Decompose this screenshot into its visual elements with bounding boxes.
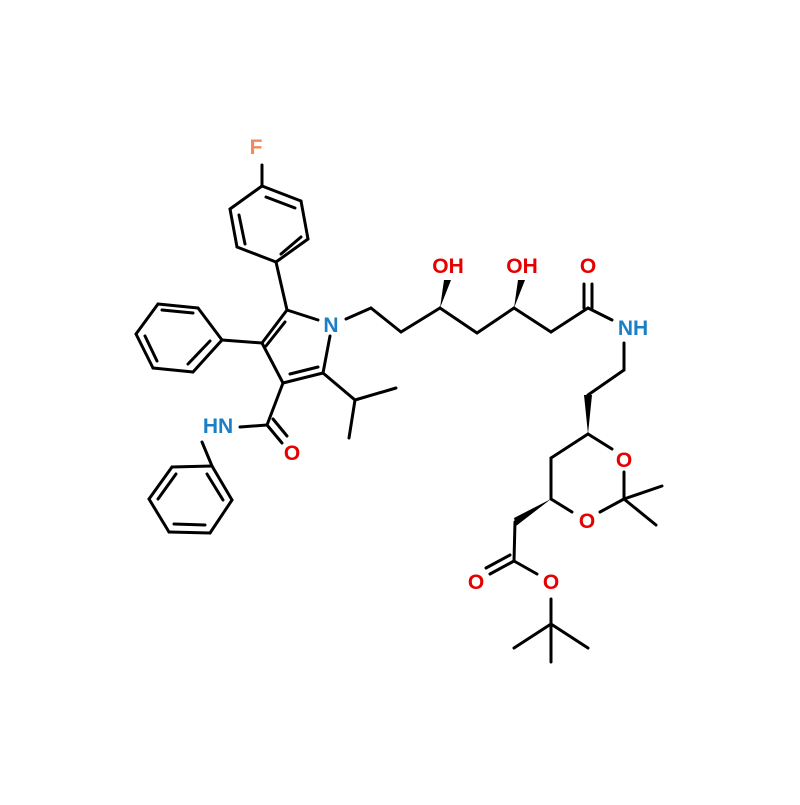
dihydroxy-chain xyxy=(344,280,614,335)
amide-nh-left-label: HN xyxy=(203,415,233,438)
fluorophenyl-ring xyxy=(228,163,310,264)
pyrrole-ring xyxy=(260,260,332,385)
carbonyl-oxygen-top-label: O xyxy=(580,255,596,278)
tert-butyl-ester xyxy=(484,499,590,664)
isopropyl-group xyxy=(321,371,398,440)
amide-group-left xyxy=(238,381,289,445)
hydroxyl-1-label: OH xyxy=(432,255,464,278)
fluorine-atom-label: F xyxy=(250,136,263,159)
ester-oxygen-label: O xyxy=(543,571,559,594)
carbonyl-oxygen-left-label: O xyxy=(284,442,300,465)
phenyl-ring-bottom xyxy=(147,440,234,535)
ethyl-linker xyxy=(584,341,626,434)
pyrrole-nitrogen-label: N xyxy=(323,314,338,337)
phenyl-ring-left xyxy=(134,302,264,374)
dioxane-oxygen-upper-label: O xyxy=(616,449,632,472)
dioxane-oxygen-lower-label: O xyxy=(579,510,595,533)
wedge-bond-dioxane-upper xyxy=(584,395,592,434)
amide-nh-right-label: NH xyxy=(618,317,648,340)
wedge-bond-dioxane-lower xyxy=(514,499,551,526)
ester-carbonyl-oxygen-label: O xyxy=(468,571,484,594)
wedge-bond-oh1 xyxy=(440,280,451,308)
hydroxyl-2-label: OH xyxy=(506,255,538,278)
wedge-bond-oh2 xyxy=(514,280,525,308)
dioxane-ring xyxy=(549,432,664,527)
